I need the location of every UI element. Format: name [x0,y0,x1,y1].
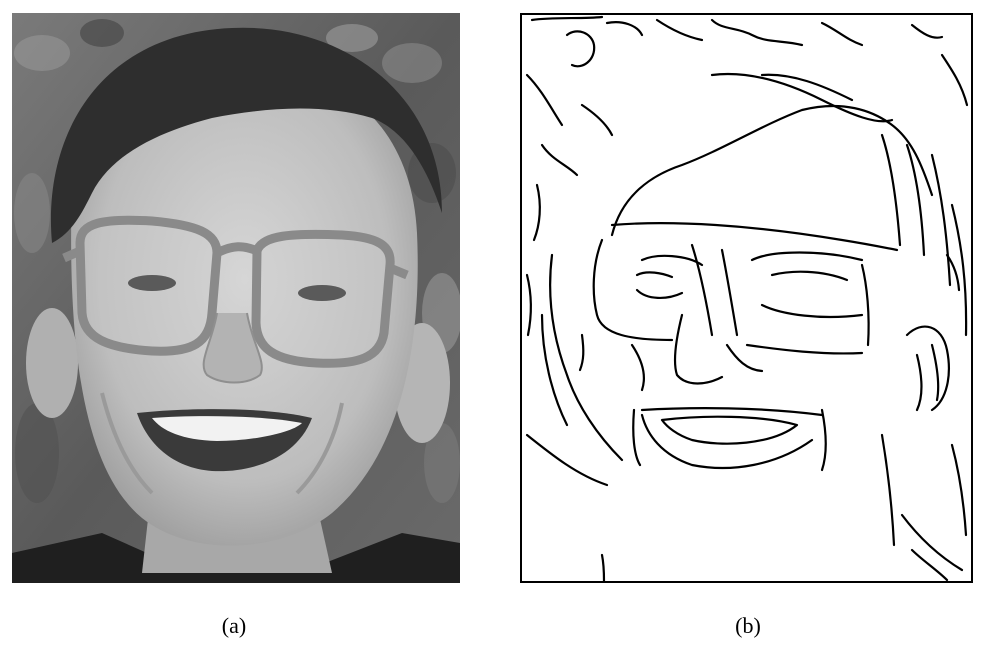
left-eye [128,275,176,291]
hair [50,27,443,243]
shirt [12,533,460,583]
photo-panel [12,13,460,583]
caption-a: (a) [221,613,247,638]
nose [202,312,263,384]
teeth [152,416,302,441]
left-ear [26,308,78,418]
right-eye [298,285,346,301]
edge-map-panel [520,13,973,583]
edge-map-image [525,15,969,581]
face-photo-image [12,13,460,583]
caption-b: (b) [735,613,761,638]
